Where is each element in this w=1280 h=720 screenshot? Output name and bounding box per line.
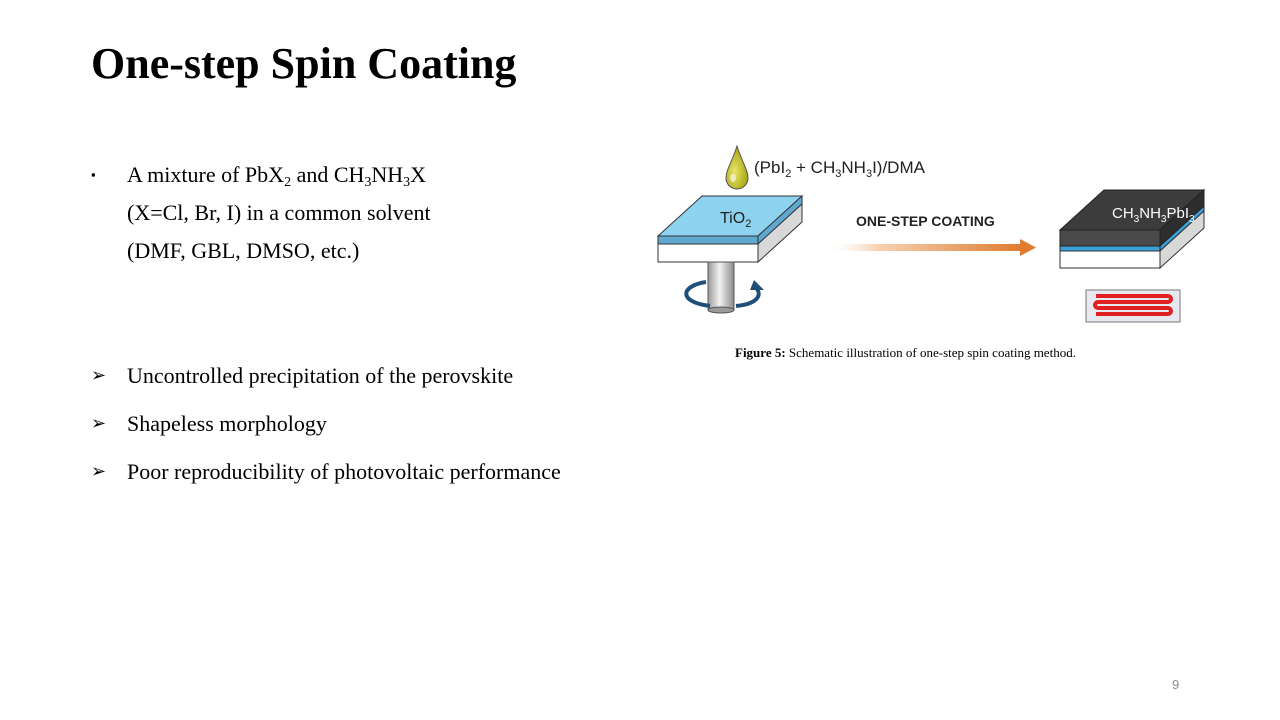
arrow-bullet-icon: ➢ — [91, 461, 107, 482]
substrate-label: TiO2 — [720, 210, 751, 230]
tio2-substrate: TiO2 — [656, 194, 804, 264]
film-label: CH3NH3PbI3 — [1112, 205, 1195, 225]
square-bullet-icon: ▪ — [91, 167, 96, 182]
solution-droplet-icon — [725, 144, 749, 190]
process-arrow-icon — [826, 239, 1036, 256]
arrow-bullet-icon: ➢ — [91, 413, 107, 434]
perovskite-film: CH3NH3PbI3 — [1058, 188, 1206, 270]
intro-line-3: (DMF, GBL, DMSO, etc.) — [127, 238, 360, 263]
intro-line-1: A mixture of PbX2 and CH3NH3X — [127, 162, 427, 190]
arrow-bullet-icon: ➢ — [91, 365, 107, 386]
list-item: ➢Uncontrolled precipitation of the perov… — [91, 352, 561, 400]
list-item: ➢Shapeless morphology — [91, 400, 561, 448]
rotation-arrow-icon — [684, 280, 764, 308]
hot-plate-icon — [1085, 289, 1181, 323]
spin-coating-schematic: (PbI2 + CH3NH3I)/DMA TiO2 ONE-STEP COATI… — [656, 144, 1206, 323]
list-item: ➢Poor reproducibility of photovoltaic pe… — [91, 448, 561, 496]
solution-label: (PbI2 + CH3NH3I)/DMA — [754, 158, 926, 180]
drawbacks-list: ➢Uncontrolled precipitation of the perov… — [91, 352, 561, 496]
intro-bullet: ▪ A mixture of PbX2 and CH3NH3X (X=Cl, B… — [91, 156, 561, 270]
intro-line-2: (X=Cl, Br, I) in a common solvent — [127, 200, 431, 225]
page-number: 9 — [1172, 677, 1180, 692]
spin-chuck — [707, 261, 735, 314]
process-arrow-label: ONE-STEP COATING — [856, 213, 995, 229]
slide-title: One-step Spin Coating — [91, 39, 517, 88]
figure-caption: Figure 5: Schematic illustration of one-… — [735, 345, 1076, 360]
